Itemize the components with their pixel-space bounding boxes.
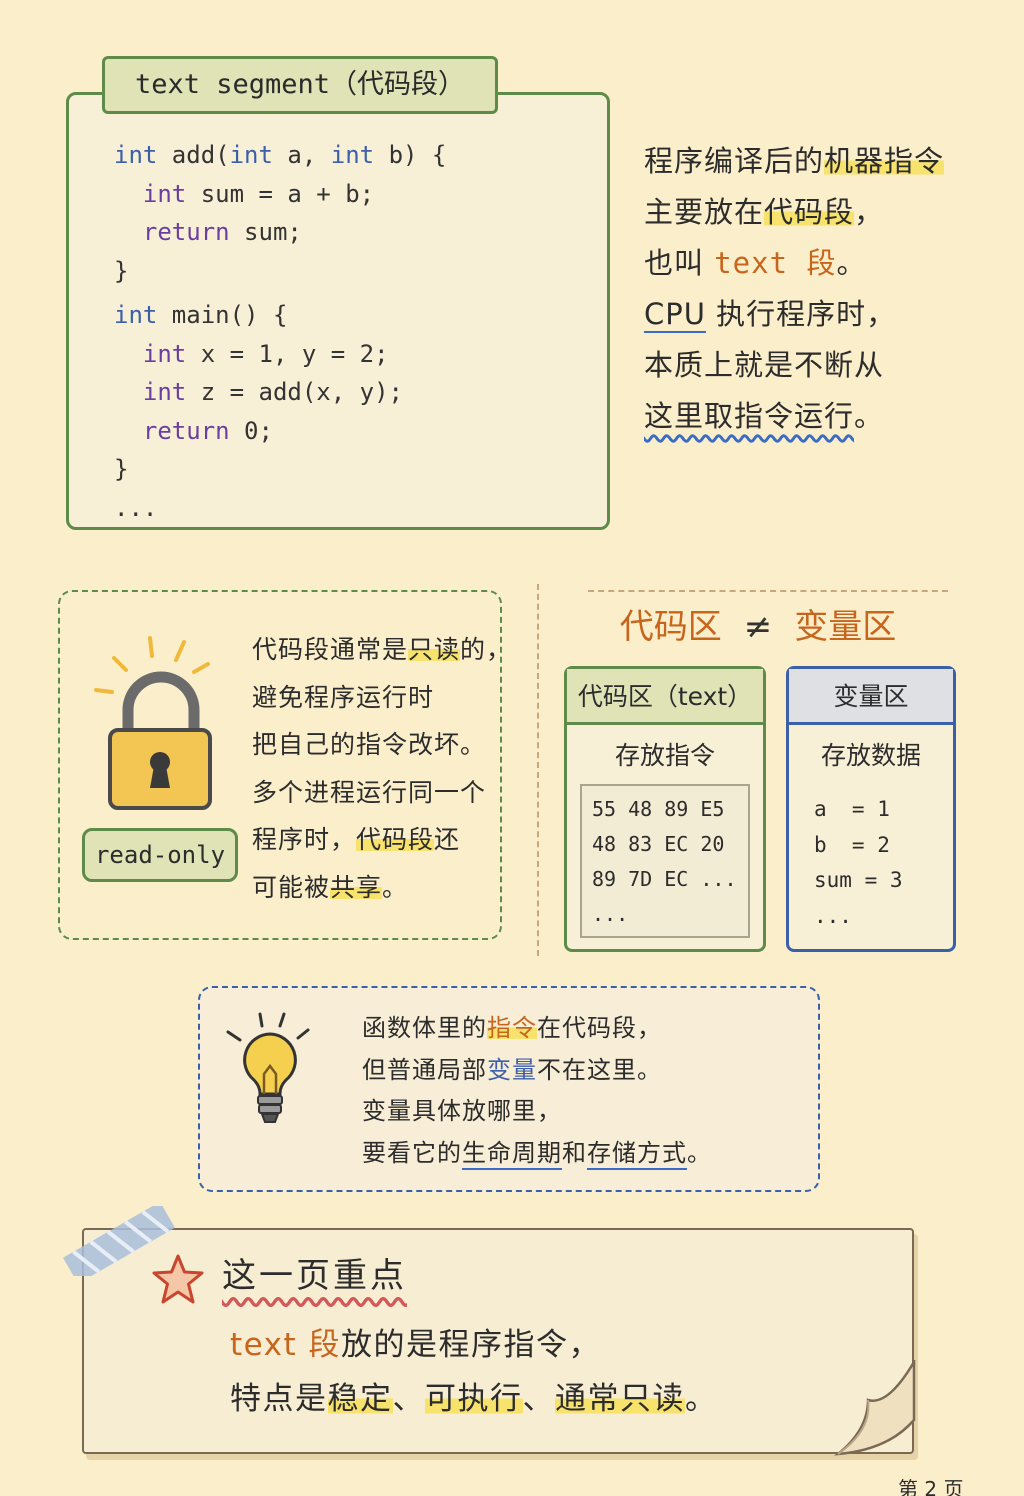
var-line: b = 2: [814, 832, 890, 857]
hex-line: 48 83 EC 20: [592, 832, 725, 856]
code-line: int z = add(x, y);: [142, 378, 404, 406]
code-line: int main() {: [114, 301, 288, 329]
tip-text: 函数体里的指令在代码段， 但普通局部变量不在这里。 变量具体放哪里， 要看它的生…: [362, 1008, 802, 1174]
var-line: ...: [814, 903, 852, 928]
var-area-header: 变量区: [789, 669, 953, 725]
vertical-divider: [537, 584, 539, 956]
var-list: a = 1 b = 2 sum = 3 ...: [814, 792, 944, 934]
tip-line: 但普通局部变量不在这里。: [362, 1055, 662, 1084]
code-line: int sum = a + b;: [142, 179, 375, 208]
page-number: 第 2 页: [898, 1477, 964, 1496]
code-line: return 0;: [142, 416, 273, 445]
star-icon: [152, 1254, 204, 1304]
var-line: a = 1: [814, 797, 890, 821]
description-text: 程序编译后的机器指令 主要放在代码段， 也叫 text 段。 CPU 执行程序时…: [644, 136, 1004, 442]
tip-line: 变量具体放哪里，: [362, 1097, 562, 1125]
code-line: }: [114, 455, 129, 483]
code-line: return sum;: [142, 218, 302, 246]
lightbulb-icon: [226, 1012, 310, 1123]
code-panel: [66, 92, 610, 530]
code-listing: int add(int a, int b) { int sum = a + b;…: [114, 136, 594, 527]
description-line: 主要放在代码段，: [644, 195, 885, 229]
readonly-panel: [58, 590, 502, 940]
hex-dump: 55 48 89 E5 48 83 EC 20 89 7D EC ... ...: [592, 792, 752, 932]
code-line: ...: [114, 493, 158, 522]
summary-line: 特点是稳定、可执行、通常只读。: [230, 1381, 718, 1417]
code-area-subtitle: 存放指令: [614, 741, 715, 770]
summary-line: text 段放的是程序指令，: [230, 1327, 602, 1363]
readonly-line: 把自己的指令改坏。: [252, 730, 487, 759]
compare-title: 代码区≠变量区: [619, 607, 897, 647]
code-area-header: 代码区（text）: [567, 669, 763, 725]
var-area-subtitle: 存放数据: [820, 741, 921, 770]
readonly-line: 程序时，代码段还: [252, 825, 461, 854]
readonly-line: 代码段通常是只读的，: [252, 635, 513, 664]
hex-line: ...: [592, 902, 629, 926]
hex-line: 89 7D EC ...: [592, 867, 737, 891]
description-line: 程序编译后的机器指令: [644, 144, 945, 178]
description-line: 这里取指令运行。: [644, 399, 885, 433]
summary-text: text 段放的是程序指令， 特点是稳定、可执行、通常只读。: [230, 1318, 870, 1426]
readonly-text: 代码段通常是只读的， 避免程序运行时 把自己的指令改坏。 多个进程运行同一个 程…: [252, 626, 513, 911]
code-line: int x = 1, y = 2;: [142, 339, 389, 368]
tip-line: 函数体里的指令在代码段，: [362, 1014, 662, 1042]
description-line: 本质上就是不断从: [644, 348, 885, 382]
description-line: 也叫 text 段。: [644, 246, 867, 280]
readonly-badge: read-only: [82, 828, 238, 882]
washi-tape: [63, 1206, 175, 1276]
summary-title: 这一页重点: [222, 1256, 407, 1296]
hex-line: 55 48 89 E5: [592, 797, 725, 821]
code-line: }: [114, 256, 129, 285]
tip-line: 要看它的生命周期和存储方式。: [362, 1138, 712, 1167]
padlock-icon: [94, 636, 212, 810]
readonly-line: 可能被共享。: [252, 872, 409, 902]
hex-dump-box: [580, 784, 750, 938]
compare-top-divider: [588, 590, 948, 592]
code-panel-tab: text segment（代码段）: [102, 56, 498, 114]
readonly-line: 多个进程运行同一个: [252, 777, 487, 807]
code-line: int add(int a, int b) {: [114, 141, 447, 169]
readonly-line: 避免程序运行时: [252, 682, 435, 712]
page-curl: [834, 1360, 916, 1456]
description-line: CPU 执行程序时，: [644, 297, 897, 331]
var-line: sum = 3: [814, 868, 903, 892]
